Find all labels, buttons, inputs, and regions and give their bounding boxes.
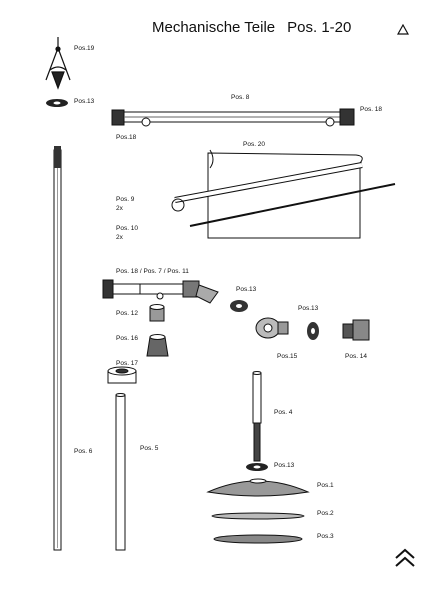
triangle-outline-icon[interactable] xyxy=(397,24,409,35)
part-8-rod xyxy=(111,108,355,127)
label-pos13-bottom: Pos.13 xyxy=(274,462,295,469)
part-18-7-11-assembly xyxy=(102,279,219,304)
page-title: Mechanische Teile Pos. 1-20 xyxy=(152,19,351,36)
label-pos3: Pos.3 xyxy=(317,533,334,540)
part-4-post xyxy=(252,371,262,462)
part-13-washer-mid xyxy=(230,300,248,312)
label-pos5: Pos. 5 xyxy=(140,445,159,452)
label-pos2: Pos.2 xyxy=(317,510,334,517)
label-pos19: Pos.19 xyxy=(74,45,95,52)
part-13-washer-top xyxy=(46,99,68,107)
label-pos17: Pos. 17 xyxy=(116,360,139,367)
part-15-nut xyxy=(255,317,289,339)
label-pos18-right: Pos. 18 xyxy=(360,106,383,113)
label-pos1: Pos.1 xyxy=(317,482,334,489)
label-pos13-mid: Pos.13 xyxy=(236,286,257,293)
part-14-fitting xyxy=(342,319,370,341)
part-13-washer-right xyxy=(307,322,319,340)
label-pos13-top: Pos.13 xyxy=(74,98,95,105)
label-pos16: Pos. 16 xyxy=(116,335,139,342)
part-6-rod xyxy=(53,146,62,551)
part-17-ring xyxy=(107,366,137,384)
double-chevron-up-icon[interactable] xyxy=(394,548,416,568)
label-pos14: Pos. 14 xyxy=(345,353,368,360)
label-pos18-7-11: Pos. 18 / Pos. 7 / Pos. 11 xyxy=(116,268,189,275)
title-text: Mechanische Teile xyxy=(152,19,276,36)
part-13-washer-bottom xyxy=(246,463,268,471)
label-pos15: Pos.15 xyxy=(277,353,298,360)
part-3-disc xyxy=(213,534,303,544)
label-pos10-qty: 2x xyxy=(116,234,123,241)
label-pos18-left: Pos.18 xyxy=(116,134,137,141)
label-pos6: Pos. 6 xyxy=(74,448,93,455)
part-2-disc xyxy=(211,512,305,520)
label-pos9: Pos. 9 xyxy=(116,196,135,203)
part-20-sheet xyxy=(171,149,396,239)
part-19-clamp xyxy=(45,37,71,90)
part-16-cone xyxy=(146,334,169,357)
label-pos12: Pos. 12 xyxy=(116,310,139,317)
label-pos8: Pos. 8 xyxy=(231,94,250,101)
label-pos4: Pos. 4 xyxy=(274,409,293,416)
part-1-disc xyxy=(206,478,310,497)
title-range: Pos. 1-20 xyxy=(287,19,352,36)
part-12-bushing xyxy=(149,304,165,322)
label-pos9-qty: 2x xyxy=(116,205,123,212)
label-pos13-right: Pos.13 xyxy=(298,305,319,312)
label-pos20: Pos. 20 xyxy=(243,141,266,148)
part-5-rod xyxy=(115,393,126,551)
label-pos10: Pos. 10 xyxy=(116,225,139,232)
